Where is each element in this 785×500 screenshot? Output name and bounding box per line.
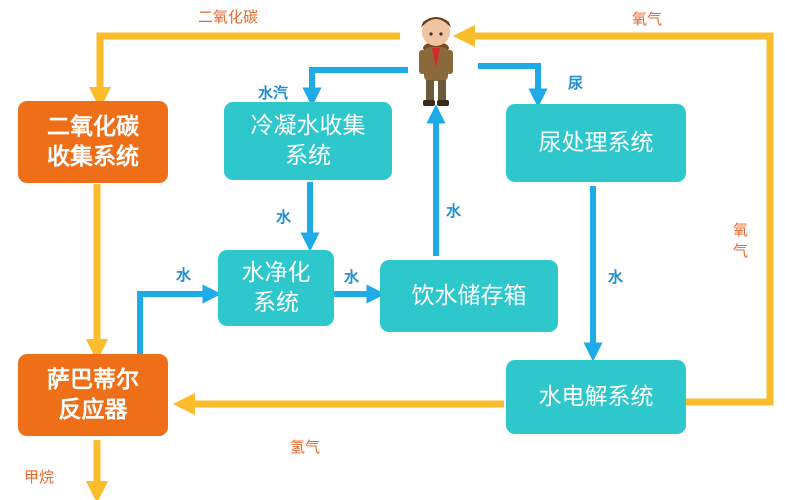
water-to-electrolysis-label: 水 xyxy=(608,268,624,286)
hydrogen-label: 氢气 xyxy=(290,438,321,456)
sabatier-reactor: 萨巴蒂尔 反应器 xyxy=(18,354,168,436)
condensate-collection-system: 冷凝水收集 系统 xyxy=(224,102,392,180)
urine-processing-system: 尿处理系统 xyxy=(506,104,686,182)
oxygen-top-label: 氧气 xyxy=(632,10,663,28)
water-up-label: 水 xyxy=(446,202,462,220)
oxygen-flow-arrow xyxy=(452,24,774,406)
water-to-purify-arrow xyxy=(137,284,222,356)
water-to-purify-label: 水 xyxy=(176,266,192,284)
water-down-label: 水 xyxy=(276,208,292,226)
water-purification-system: 水净化 系统 xyxy=(218,250,334,326)
methane-label: 甲烷 xyxy=(24,468,55,486)
vapor-label: 水汽 xyxy=(258,84,289,102)
co2-flow-arrow xyxy=(88,32,400,110)
urine-flow-arrow xyxy=(478,63,548,108)
co2-label: 二氧化碳 xyxy=(198,8,259,26)
urine-label: 尿 xyxy=(568,74,584,92)
water-electrolysis-system: 水电解系统 xyxy=(506,360,686,434)
co2-collection-system: 二氧化碳 收集系统 xyxy=(18,101,168,183)
astronaut-kid-icon xyxy=(419,17,453,106)
water-to-tank-label: 水 xyxy=(344,268,360,286)
oxygen-right-label: 氧气 xyxy=(731,222,749,264)
drinking-water-tank: 饮水储存箱 xyxy=(380,260,558,332)
vapor-flow-arrow xyxy=(302,67,408,107)
